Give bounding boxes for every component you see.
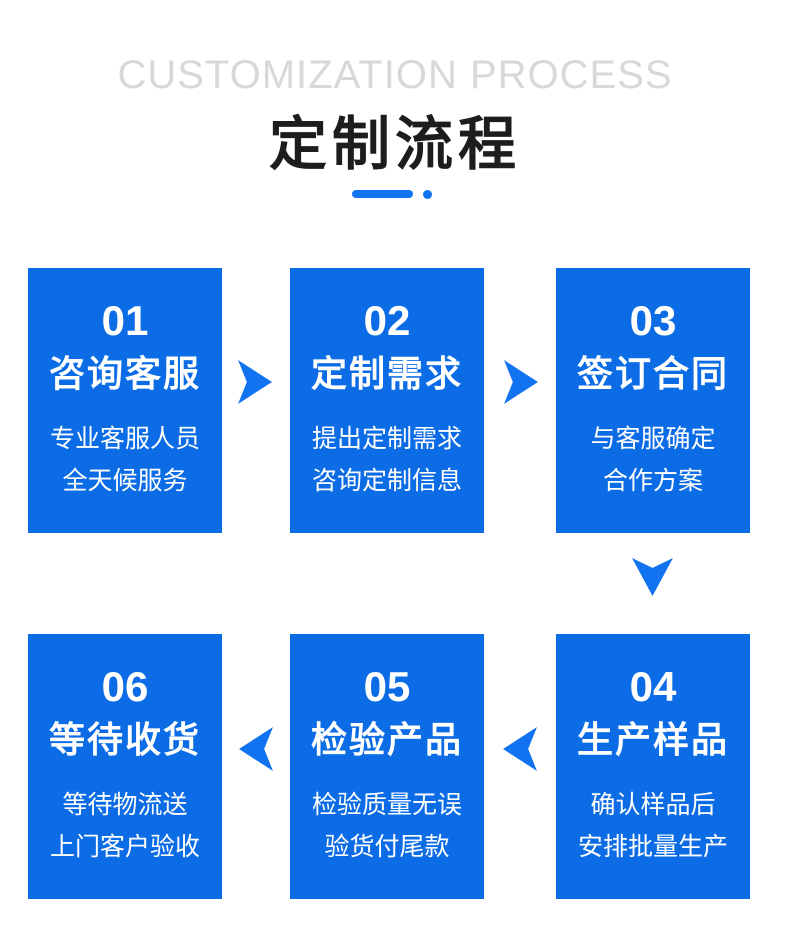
flow-arrow-down-icon (632, 558, 673, 596)
step-desc-line2: 合作方案 (602, 467, 703, 496)
step-desc-line2: 验货付尾款 (324, 833, 450, 862)
flow-arrow-right-icon (504, 360, 538, 404)
step-title: 生产样品 (576, 719, 729, 761)
step-description: 与客服确定 合作方案 (590, 418, 715, 502)
step-card-05: 05 检验产品 检验质量无误 验货付尾款 (290, 634, 484, 899)
step-title: 等待收货 (48, 719, 201, 761)
step-card-01: 01 咨询客服 专业客服人员 全天候服务 (28, 268, 222, 533)
step-card-06: 06 等待收货 等待物流送 上门客户验收 (28, 634, 222, 899)
step-desc-line1: 等待物流送 (62, 791, 188, 820)
step-number: 03 (629, 297, 677, 344)
section-title-chinese: 定制流程 (268, 112, 521, 177)
step-desc-line2: 咨询定制信息 (311, 467, 462, 496)
accent-dot-icon (423, 190, 432, 199)
step-desc-line2: 安排批量生产 (577, 833, 728, 862)
step-desc-line2: 全天候服务 (62, 467, 188, 496)
step-desc-line2: 上门客户验收 (49, 833, 200, 862)
step-description: 专业客服人员 全天候服务 (50, 418, 200, 502)
step-desc-line1: 提出定制需求 (311, 425, 462, 454)
step-number: 06 (101, 663, 149, 710)
step-number: 05 (363, 663, 411, 710)
step-description: 检验质量无误 验货付尾款 (312, 784, 462, 868)
flow-arrow-right-icon (238, 360, 272, 404)
step-desc-line1: 与客服确定 (590, 425, 716, 454)
flow-arrow-left-icon (239, 727, 273, 771)
step-number: 04 (629, 663, 677, 710)
accent-line-icon (352, 190, 413, 198)
step-title: 定制需求 (310, 353, 463, 395)
step-title: 签订合同 (576, 353, 729, 395)
step-title: 检验产品 (310, 719, 463, 761)
step-title: 咨询客服 (48, 353, 201, 395)
section-title-english: CUSTOMIZATION PROCESS (117, 53, 673, 97)
step-desc-line1: 确认样品后 (590, 791, 716, 820)
step-desc-line1: 专业客服人员 (49, 425, 200, 454)
step-number: 01 (101, 297, 149, 344)
step-card-04: 04 生产样品 确认样品后 安排批量生产 (556, 634, 750, 899)
step-description: 等待物流送 上门客户验收 (50, 784, 200, 868)
flow-arrow-left-icon (503, 727, 537, 771)
step-card-02: 02 定制需求 提出定制需求 咨询定制信息 (290, 268, 484, 533)
step-description: 提出定制需求 咨询定制信息 (312, 418, 462, 502)
step-description: 确认样品后 安排批量生产 (578, 784, 728, 868)
step-number: 02 (363, 297, 411, 344)
step-card-03: 03 签订合同 与客服确定 合作方案 (556, 268, 750, 533)
step-desc-line1: 检验质量无误 (311, 791, 462, 820)
